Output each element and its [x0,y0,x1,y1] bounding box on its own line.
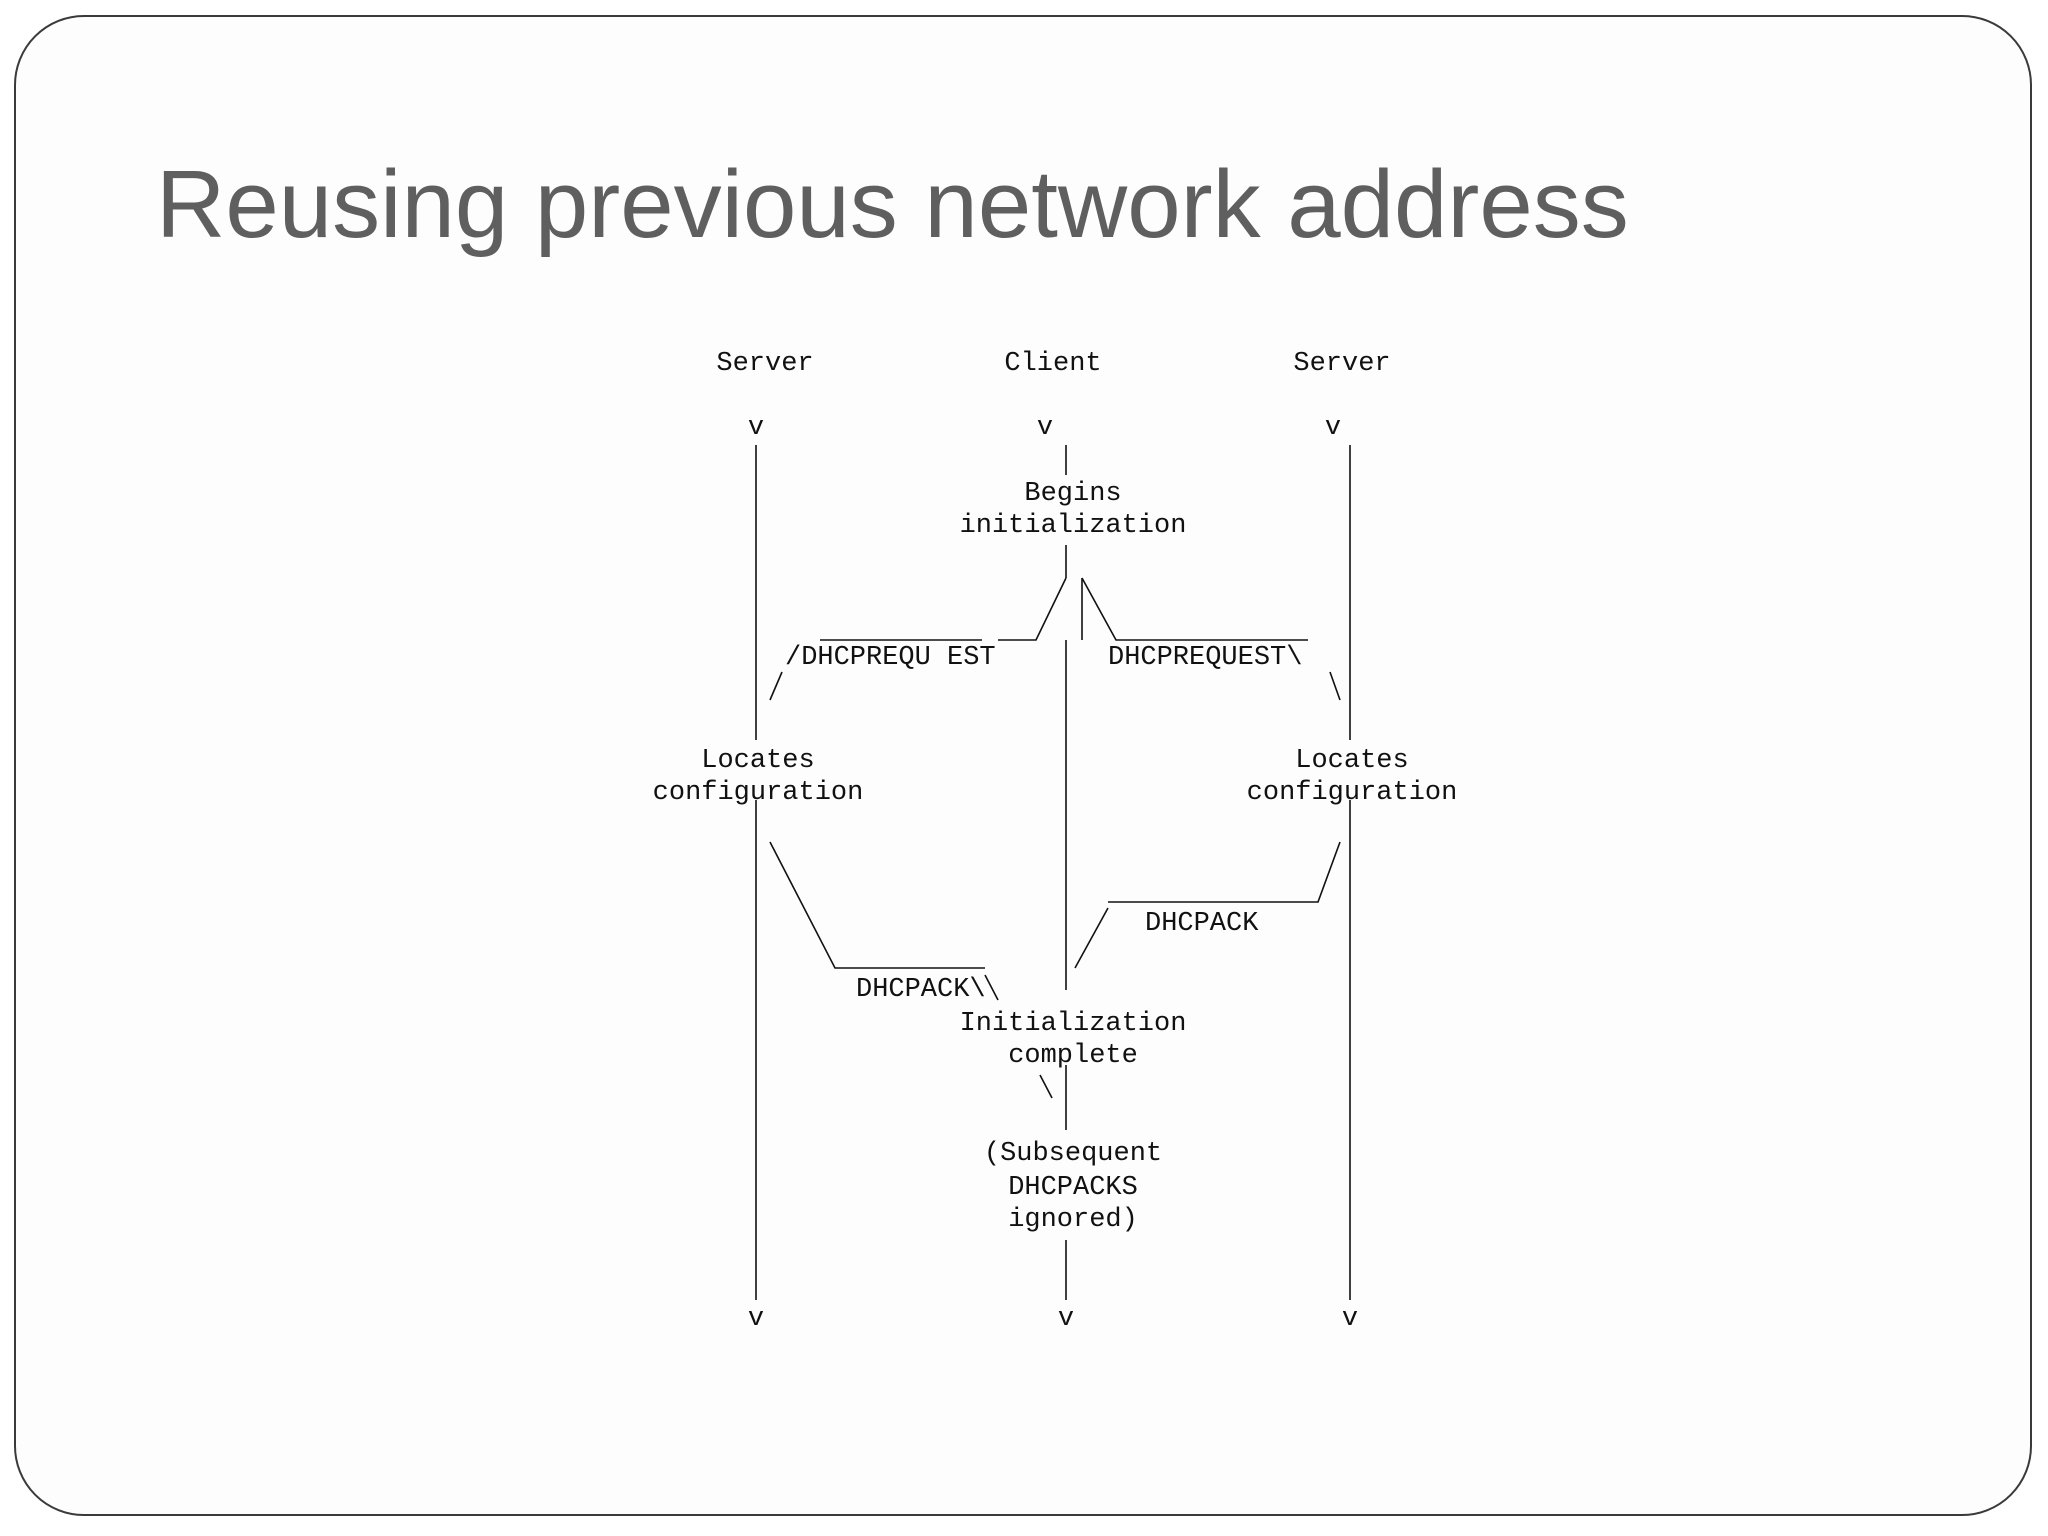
client-ignored-line1: (Subsequent [984,1139,1162,1169]
right-server-locates-line2: configuration [1247,778,1458,808]
client-begins-line1: Begins [1024,479,1121,509]
left-server-locates-line1: Locates [701,746,814,776]
right-bottom-arrowhead: v [1342,1304,1358,1334]
client-bottom-arrowhead: v [1058,1304,1074,1334]
request-right-label: DHCPREQUEST\ [1108,643,1302,673]
ack-right-arrow-tail [1074,907,1109,969]
client-complete-line2: complete [1008,1041,1138,1071]
client-top-arrowhead: v [1037,413,1053,443]
ack-right-arrow-rule [1108,841,1341,903]
right-server-locates-line1: Locates [1295,746,1408,776]
lane-client-label: Client [1004,349,1101,379]
slide-title: Reusing previous network address [156,151,1629,258]
ack-left-arrow-tail [984,974,999,1001]
client-ignored-line2: DHCPACKS [1008,1173,1138,1203]
ack-right-label: DHCPACK [1145,909,1259,939]
request-right-arrow-tail [1329,671,1341,701]
request-left-arrow-tail [769,671,783,701]
right-top-arrowhead: v [1325,413,1341,443]
client-ignored-line3: ignored) [1008,1205,1138,1235]
left-bottom-arrowhead: v [748,1304,764,1334]
left-top-arrowhead: v [748,413,764,443]
request-left-arrow-upper [998,577,1067,641]
late-ack-stub [1039,1074,1053,1099]
slide: Reusing previous network address [14,15,2032,1516]
lane-right-server-label: Server [1293,349,1390,379]
client-complete-line1: Initialization [960,1009,1187,1039]
ack-left-arrow-rule [769,841,985,969]
lane-left-server-label: Server [716,349,813,379]
request-right-arrow-upper [1081,577,1308,641]
left-server-locates-line2: configuration [653,778,864,808]
request-left-label: /DHCPREQU EST [785,643,996,673]
ack-left-label: DHCPACK\ [856,975,986,1005]
client-begins-line2: initialization [960,511,1187,541]
